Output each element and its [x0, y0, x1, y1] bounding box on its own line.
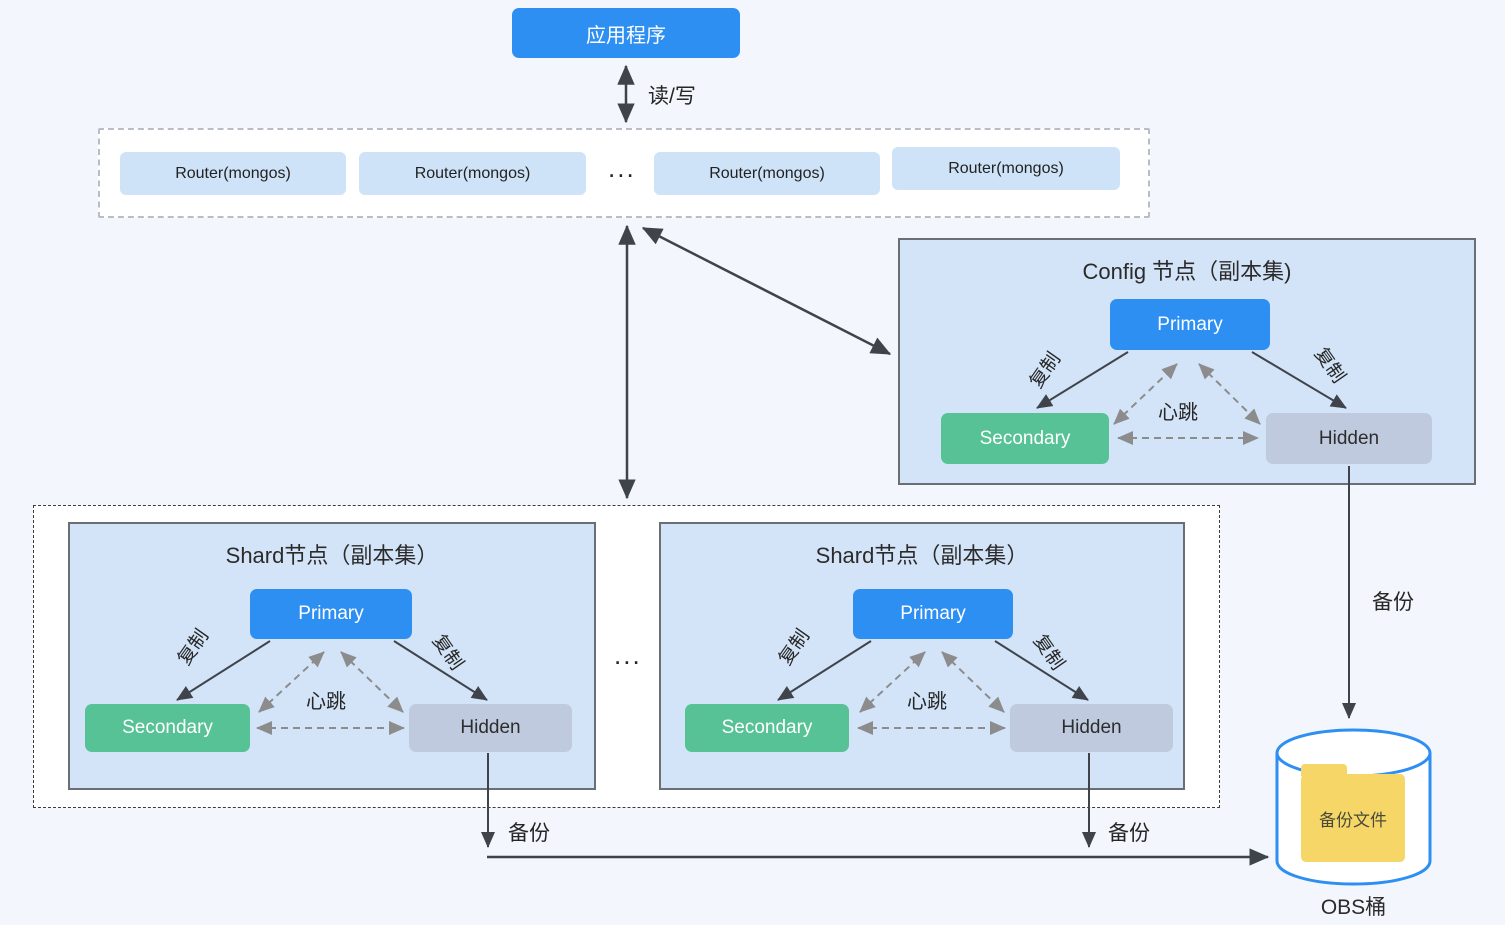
config-set-title: Config 节点（副本集) [1082, 259, 1292, 284]
shard2-hidden-node: Hidden [1010, 704, 1173, 752]
shard-set-2-title: Shard节点（副本集） [815, 543, 1029, 568]
shard-ellipsis: ... [614, 640, 642, 670]
config-primary-node: Primary [1110, 299, 1270, 350]
shard2-heartbeat-label: 心跳 [907, 691, 947, 713]
router-ellipsis: ... [608, 153, 636, 183]
config-heartbeat-label: 心跳 [1158, 402, 1198, 424]
router-node-3: Router(mongos) [654, 152, 880, 195]
shard2-secondary-node: Secondary [685, 704, 849, 752]
shard1-heartbeat-label: 心跳 [306, 691, 346, 713]
shard1-primary-node: Primary [250, 589, 412, 639]
config-secondary-node: Secondary [941, 413, 1109, 464]
router-node-2: Router(mongos) [359, 152, 586, 195]
config-backup-label: 备份 [1372, 591, 1414, 614]
router-node-4: Router(mongos) [892, 147, 1120, 190]
read-write-label: 读/写 [648, 85, 696, 108]
shard1-secondary-node: Secondary [85, 704, 250, 752]
application-node: 应用程序 [512, 8, 740, 58]
shard2-backup-label: 备份 [1108, 822, 1150, 845]
shard-set-1-title: Shard节点（副本集） [225, 543, 439, 568]
obs-bucket-label: OBS桶 [1320, 896, 1387, 919]
backup-file-folder-icon: 备份文件 [1301, 764, 1405, 862]
config-hidden-node: Hidden [1266, 413, 1432, 464]
shard1-backup-label: 备份 [508, 822, 550, 845]
router-node-1: Router(mongos) [120, 152, 346, 195]
shard2-primary-node: Primary [853, 589, 1013, 639]
shard1-hidden-node: Hidden [409, 704, 572, 752]
